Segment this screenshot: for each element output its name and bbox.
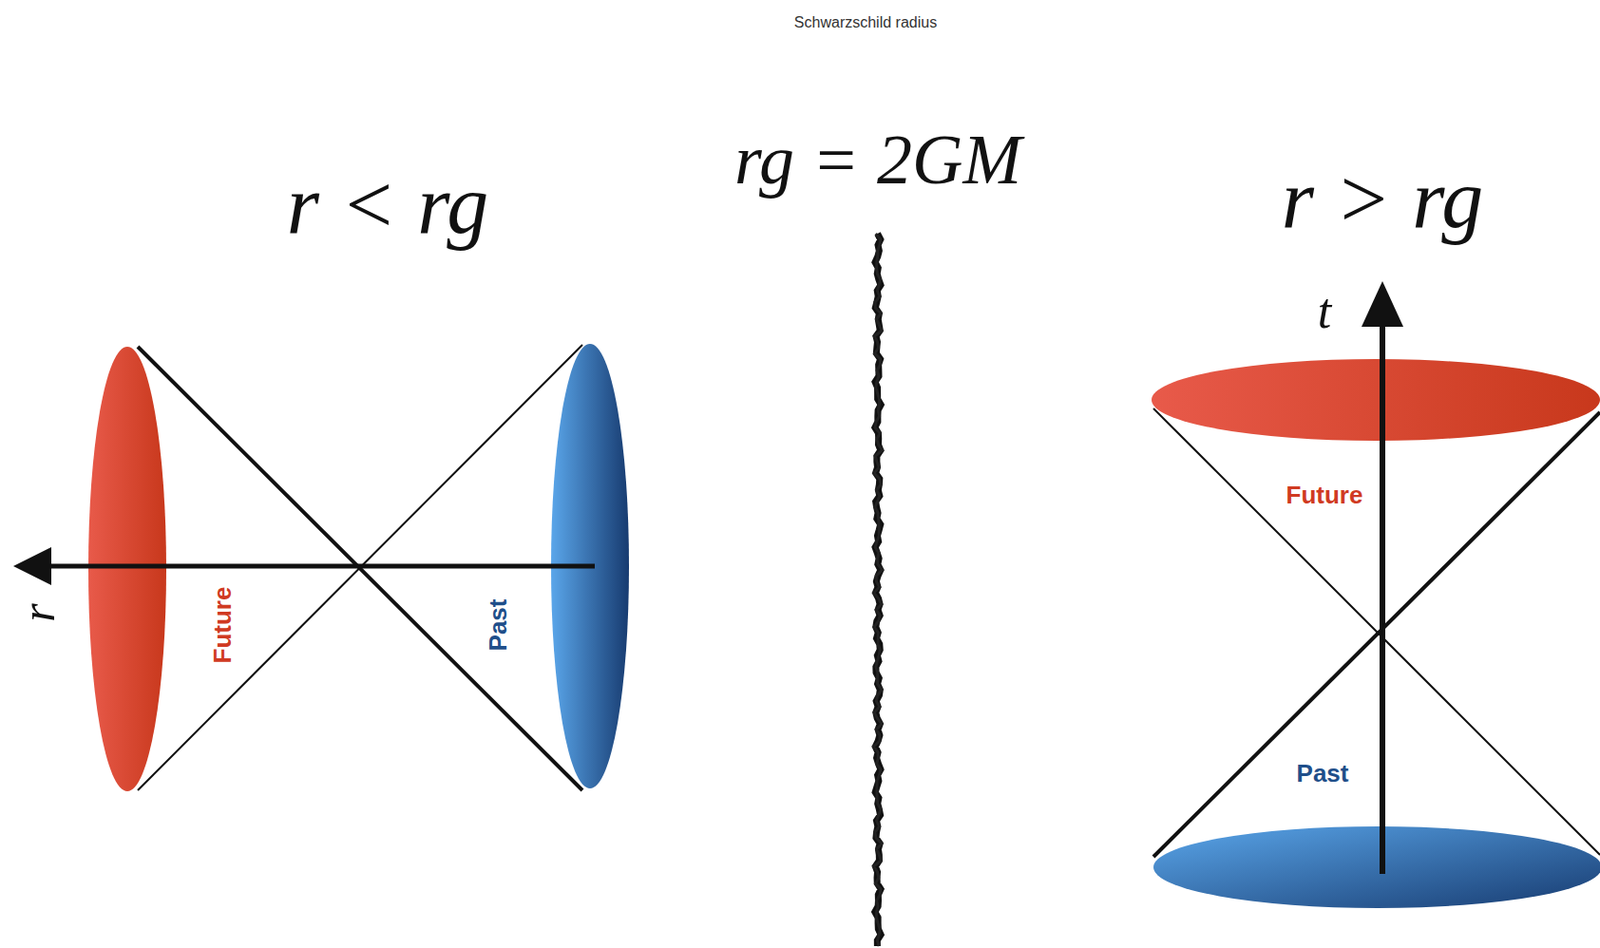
future-label: Future (209, 587, 235, 665)
future-ellipse (1151, 359, 1600, 441)
future-ellipse (88, 346, 167, 792)
cone-edge (1153, 412, 1600, 858)
past-label: Past (1296, 761, 1350, 786)
axis-label: r (14, 603, 62, 622)
past-label: Past (485, 599, 511, 652)
region-label: r < rg (286, 163, 490, 248)
horizon-line (873, 233, 882, 947)
past-ellipse (1153, 826, 1600, 909)
arrow-head (13, 547, 52, 586)
cone-edge (1153, 408, 1600, 856)
axis-label: t (1317, 286, 1332, 337)
diagram-title: Schwarzschild radius (794, 15, 937, 31)
arrow-head (1361, 281, 1404, 327)
future-label: Future (1286, 482, 1364, 508)
radius-formula: rg = 2GM (734, 124, 1022, 195)
axis-line (45, 564, 595, 570)
axis-line (1379, 319, 1386, 875)
horizon-line (873, 233, 882, 947)
region-label: r > rg (1281, 157, 1485, 242)
